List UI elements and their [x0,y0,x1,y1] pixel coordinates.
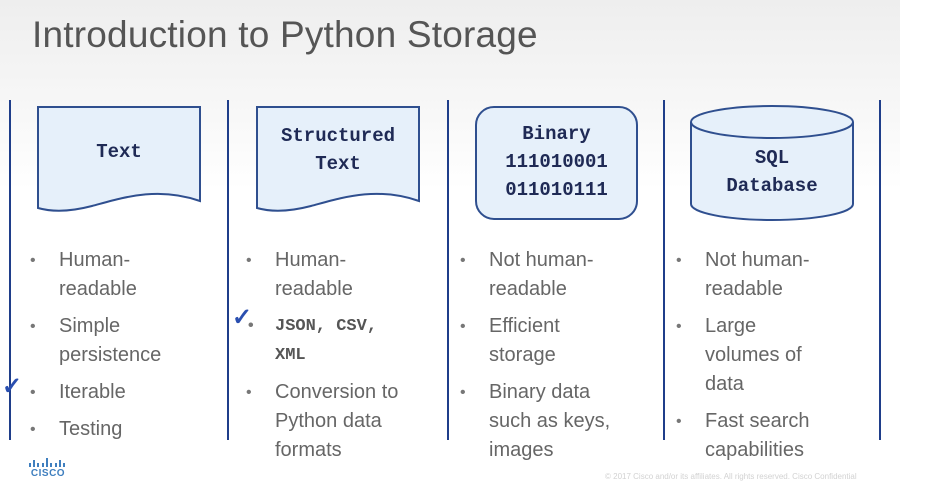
slide: Introduction to Python Storage Text Stru… [0,0,900,470]
column-structured-text: Structured Text [256,106,420,218]
column-sql-database: SQL Database [689,104,855,224]
checkmark-icon: ✓ [232,304,253,331]
column-text: Text [37,106,201,218]
storage-type-label: Binary 111010001 011010111 [505,123,608,201]
document-icon [256,106,420,212]
right-margin [900,0,949,504]
column-divider [879,100,881,440]
rounded-box-icon [475,106,638,220]
slide-title: Introduction to Python Storage [32,14,538,55]
column-divider [447,100,449,440]
structured-text-features-list: Human- readable JSON, CSV, XML Conversio… [241,246,446,473]
storage-type-label: Structured Text [280,125,396,175]
column-divider [663,100,665,440]
storage-type-label: SQL Database [726,147,818,197]
text-features-list: Human- readable Simple persistence Itera… [25,246,220,452]
sql-features-list: Not human- readable Large volumes of dat… [671,246,876,473]
list-item: Large volumes of data [671,312,876,399]
cisco-logo-text: CISCO [30,468,66,479]
column-divider [227,100,229,440]
list-item: Binary data such as keys, images [455,378,660,465]
list-item: Conversion to Python data formats [241,378,446,465]
list-item: Not human- readable [671,246,876,304]
cisco-logo: CISCO [26,457,70,483]
cisco-bars-icon [29,458,65,467]
column-divider [9,100,11,440]
database-cylinder-icon [690,105,854,221]
column-binary: Binary 111010001 011010111 [475,106,638,220]
document-icon [37,106,201,212]
list-item: Efficient storage [455,312,660,370]
list-item: Not human- readable [455,246,660,304]
list-item: Fast search capabilities [671,407,876,465]
list-item: Simple persistence [25,312,220,370]
footer-text: © 2017 Cisco and/or its affiliates. All … [605,472,857,481]
list-item: Human- readable [241,246,446,304]
storage-type-label: Text [96,141,142,163]
checkmark-icon: ✓ [2,373,23,400]
list-item: Testing [25,415,220,444]
list-item: Human- readable [25,246,220,304]
list-item: JSON, CSV, XML [241,312,446,370]
list-item: Iterable [25,378,220,407]
binary-features-list: Not human- readable Efficient storage Bi… [455,246,660,473]
